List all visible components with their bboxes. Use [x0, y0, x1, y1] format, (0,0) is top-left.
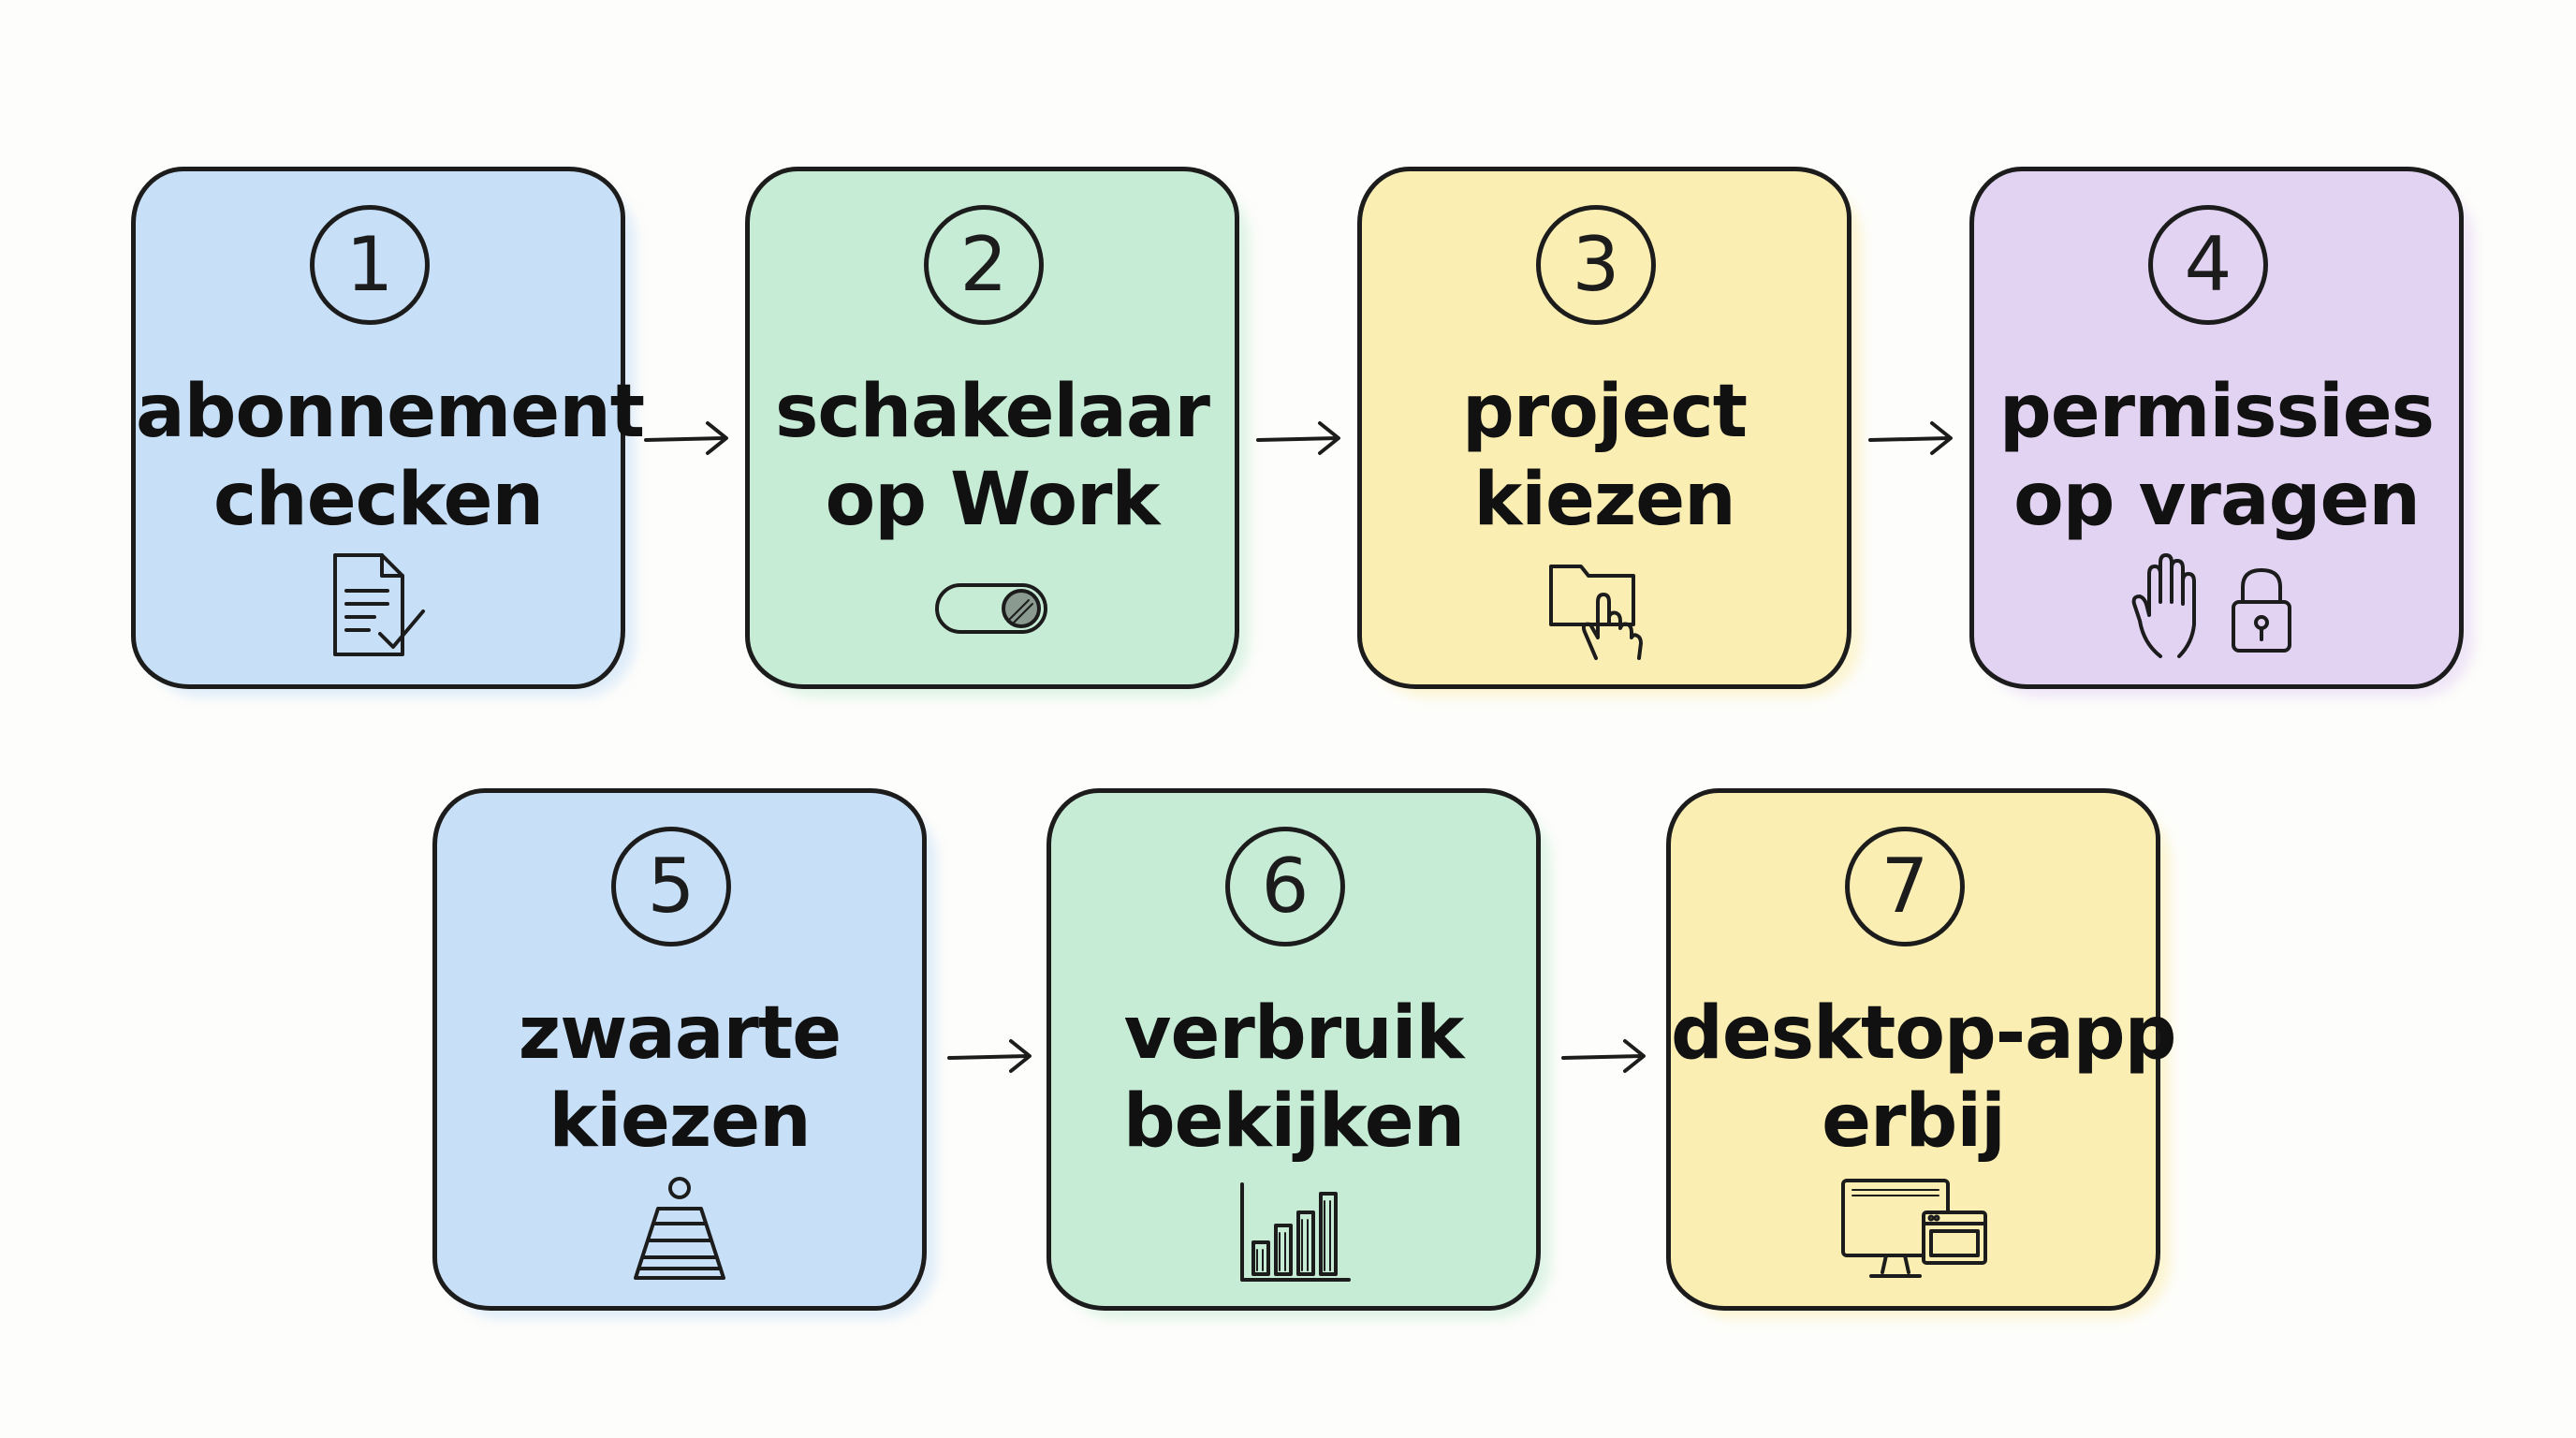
step-5-card: 5 zwaarte kiezen — [432, 788, 927, 1311]
desktop-app-icon — [1671, 1167, 2156, 1289]
step-label-line: project — [1461, 370, 1748, 454]
step-number-badge: 4 — [2148, 205, 2268, 325]
step-label-line: op Work — [825, 458, 1161, 542]
step-label: abonnement checken — [136, 368, 645, 544]
arrow-right-icon — [1868, 421, 1953, 455]
step-label: permissies op vragen — [1974, 368, 2459, 544]
weight-icon — [437, 1167, 922, 1289]
step-1-card: 1 abonnement checken — [131, 167, 645, 689]
step-3-card: 3 project kiezen — [1357, 167, 1852, 689]
step-label: project kiezen — [1362, 368, 1847, 544]
folder-pointer-icon — [1362, 546, 1847, 668]
arrow-right-icon — [644, 421, 728, 455]
step-number-badge: 7 — [1845, 827, 1965, 946]
step-label-line: erbij — [1822, 1079, 2006, 1164]
step-number-badge: 3 — [1536, 205, 1656, 325]
step-label-line: op vragen — [2013, 458, 2421, 542]
arrow-right-icon — [1561, 1039, 1646, 1073]
step-label-line: desktop-app — [1671, 991, 2176, 1076]
step-label-line: bekijken — [1122, 1079, 1465, 1164]
hand-lock-icon — [1974, 546, 2459, 668]
step-label-line: zwaarte — [518, 991, 842, 1076]
arrow-right-icon — [1256, 421, 1340, 455]
step-number-badge: 2 — [924, 205, 1044, 325]
step-label: desktop-app erbij — [1671, 990, 2176, 1166]
document-check-icon — [136, 546, 621, 668]
step-7-card: 7 desktop-app erbij — [1666, 788, 2176, 1311]
step-label-line: permissies — [1998, 370, 2435, 454]
step-label-line: checken — [212, 458, 544, 542]
step-2-card: 2 schakelaar op Work — [745, 167, 1239, 689]
step-label: verbruik bekijken — [1051, 990, 1536, 1166]
step-label: zwaarte kiezen — [437, 990, 922, 1166]
step-6-card: 6 verbruik bekijken — [1046, 788, 1541, 1311]
step-number-badge: 5 — [611, 827, 731, 946]
arrow-right-icon — [947, 1039, 1032, 1073]
bar-chart-icon — [1051, 1167, 1536, 1289]
step-label-line: verbruik — [1123, 991, 1465, 1076]
step-number-badge: 6 — [1225, 827, 1345, 946]
step-4-card: 4 permissies op vragen — [1969, 167, 2464, 689]
step-label-line: kiezen — [549, 1079, 811, 1164]
step-label-line: schakelaar — [775, 370, 1210, 454]
step-label-line: kiezen — [1473, 458, 1735, 542]
step-label-line: abonnement — [136, 370, 645, 454]
step-label: schakelaar op Work — [750, 368, 1235, 544]
toggle-switch-icon — [750, 546, 1235, 668]
step-number-badge: 1 — [310, 205, 430, 325]
